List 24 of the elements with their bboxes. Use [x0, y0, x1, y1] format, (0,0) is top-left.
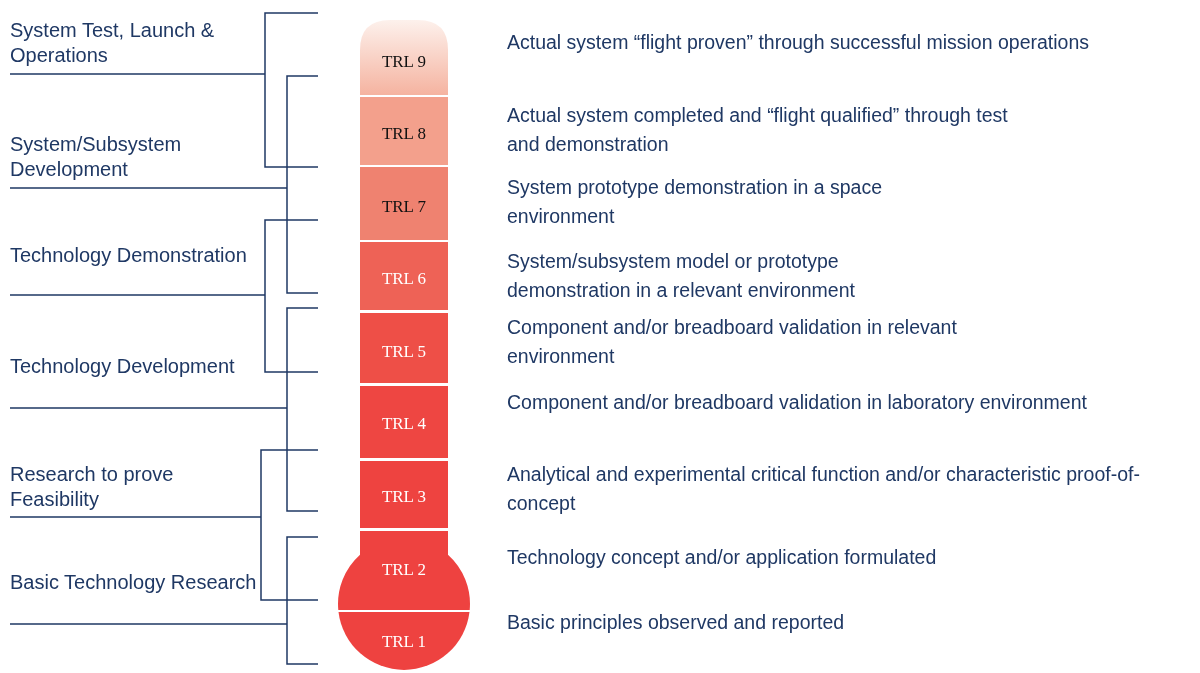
description-text: Technology concept and/or application formulated [507, 545, 938, 570]
description-text: Actual system “flight proven” through successful mission operations [507, 30, 1090, 55]
level-label: TRL 4 [381, 414, 427, 434]
level-label: TRL 7 [381, 197, 427, 217]
phase-label: Basic Technology Research [10, 570, 258, 595]
description-text: Basic principles observed and reported [507, 610, 846, 635]
level-label: TRL 1 [381, 632, 427, 652]
level-label: TRL 8 [381, 124, 427, 144]
description-text: Component and/or breadboard validation in laboratory environment [507, 390, 1088, 415]
phase-label: Research to prove Feasibility [10, 462, 175, 512]
phase-label: System Test, Launch & Operations [10, 18, 216, 68]
description-text: Analytical and experimental critical function and/or characteristic proof-of-concept [507, 462, 1141, 516]
description-text: Component and/or breadboard validation in relevant environment [507, 315, 958, 369]
level-label: TRL 9 [381, 52, 427, 72]
level-label: TRL 3 [381, 487, 427, 507]
level-label: TRL 2 [381, 560, 427, 580]
phase-label: Technology Development [10, 354, 236, 379]
level-label: TRL 5 [381, 342, 427, 362]
description-text: System/subsystem model or prototype demonstration in a relevant environment [507, 249, 856, 303]
level-label: TRL 6 [381, 269, 427, 289]
description-text: System prototype demonstration in a space environment [507, 175, 884, 229]
description-text: Actual system completed and “flight qualified” through test and demonstration [507, 103, 1009, 157]
phase-label: System/Subsystem Development [10, 132, 183, 182]
phase-label: Technology Demonstration [10, 243, 248, 268]
